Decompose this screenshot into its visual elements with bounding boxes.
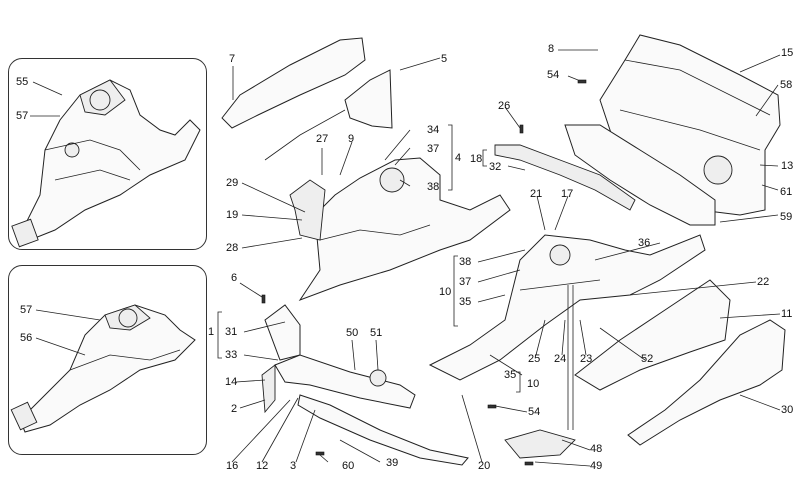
callout-35: 35 bbox=[504, 369, 517, 381]
part-14-arm bbox=[261, 364, 276, 414]
callout-55: 55 bbox=[16, 76, 29, 88]
callout-5: 5 bbox=[441, 53, 448, 65]
callout-3: 3 bbox=[290, 460, 297, 472]
callout-38: 38 bbox=[459, 256, 472, 268]
part-48-bracket bbox=[504, 429, 576, 459]
part-18-cross-bar bbox=[494, 144, 636, 211]
callout-9: 9 bbox=[348, 133, 355, 145]
callout-57: 57 bbox=[20, 304, 33, 316]
callout-13: 13 bbox=[781, 160, 794, 172]
callout-15: 15 bbox=[781, 47, 794, 59]
callout-7: 7 bbox=[229, 53, 236, 65]
callout-37: 37 bbox=[427, 143, 440, 155]
callout-36: 36 bbox=[638, 237, 651, 249]
callout-60: 60 bbox=[342, 460, 355, 472]
callout-50: 50 bbox=[346, 327, 359, 339]
callout-59: 59 bbox=[780, 211, 793, 223]
part-39-lower-beam bbox=[297, 394, 469, 466]
part-7-upper-rail bbox=[221, 37, 366, 129]
callout-48: 48 bbox=[590, 443, 603, 455]
callout-61: 61 bbox=[780, 186, 793, 198]
part-50-member bbox=[274, 354, 416, 409]
callout-2: 2 bbox=[231, 403, 238, 415]
callout-31: 31 bbox=[225, 326, 238, 338]
callout-39: 39 bbox=[386, 457, 399, 469]
part-30-lower-rail bbox=[627, 319, 786, 446]
callout-54: 54 bbox=[547, 69, 560, 81]
part-cowl bbox=[564, 124, 716, 226]
callout-33: 33 bbox=[225, 349, 238, 361]
callout-1: 1 bbox=[208, 326, 215, 338]
callout-23: 23 bbox=[580, 353, 593, 365]
callout-51: 51 bbox=[370, 327, 383, 339]
callout-32: 32 bbox=[489, 161, 502, 173]
callout-29: 29 bbox=[226, 177, 239, 189]
part-5-panel bbox=[344, 69, 393, 129]
callout-58: 58 bbox=[780, 79, 793, 91]
callout-16: 16 bbox=[226, 460, 239, 472]
callout-20: 20 bbox=[478, 460, 491, 472]
callout-11: 11 bbox=[781, 308, 793, 320]
callout-49: 49 bbox=[590, 460, 603, 472]
callout-21: 21 bbox=[530, 188, 543, 200]
callout-26: 26 bbox=[498, 100, 511, 112]
callout-56: 56 bbox=[20, 332, 33, 344]
callout-35: 35 bbox=[459, 296, 472, 308]
callout-10: 10 bbox=[527, 378, 540, 390]
callout-12: 12 bbox=[256, 460, 269, 472]
part-11-side-panel bbox=[574, 279, 731, 391]
part-4-front-structure bbox=[298, 157, 511, 302]
callout-14: 14 bbox=[225, 376, 238, 388]
callout-34: 34 bbox=[427, 124, 440, 136]
callout-24: 24 bbox=[554, 353, 567, 365]
callout-17: 17 bbox=[561, 188, 574, 200]
callout-4: 4 bbox=[455, 152, 462, 164]
callout-28: 28 bbox=[226, 242, 239, 254]
inset-1-front-structure bbox=[11, 79, 201, 248]
callout-6: 6 bbox=[231, 272, 238, 284]
bracket-19 bbox=[289, 179, 326, 241]
callout-10: 10 bbox=[439, 286, 452, 298]
callout-8: 8 bbox=[548, 43, 555, 55]
part-27-arc bbox=[264, 109, 346, 161]
callout-22: 22 bbox=[757, 276, 770, 288]
leader-lines bbox=[30, 49, 781, 467]
callout-25: 25 bbox=[528, 353, 541, 365]
callout-19: 19 bbox=[226, 209, 239, 221]
part-1-crossmember bbox=[264, 304, 301, 361]
callout-18: 18 bbox=[470, 153, 483, 165]
callout-37: 37 bbox=[459, 276, 472, 288]
inset-2-front-structure bbox=[10, 304, 196, 433]
callout-38: 38 bbox=[427, 181, 440, 193]
fasteners bbox=[261, 79, 587, 466]
callout-57: 57 bbox=[16, 110, 29, 122]
callout-52: 52 bbox=[641, 353, 654, 365]
callout-27: 27 bbox=[316, 133, 329, 145]
callout-54: 54 bbox=[528, 406, 541, 418]
callout-30: 30 bbox=[781, 404, 794, 416]
part-10-right-assembly bbox=[428, 234, 706, 381]
